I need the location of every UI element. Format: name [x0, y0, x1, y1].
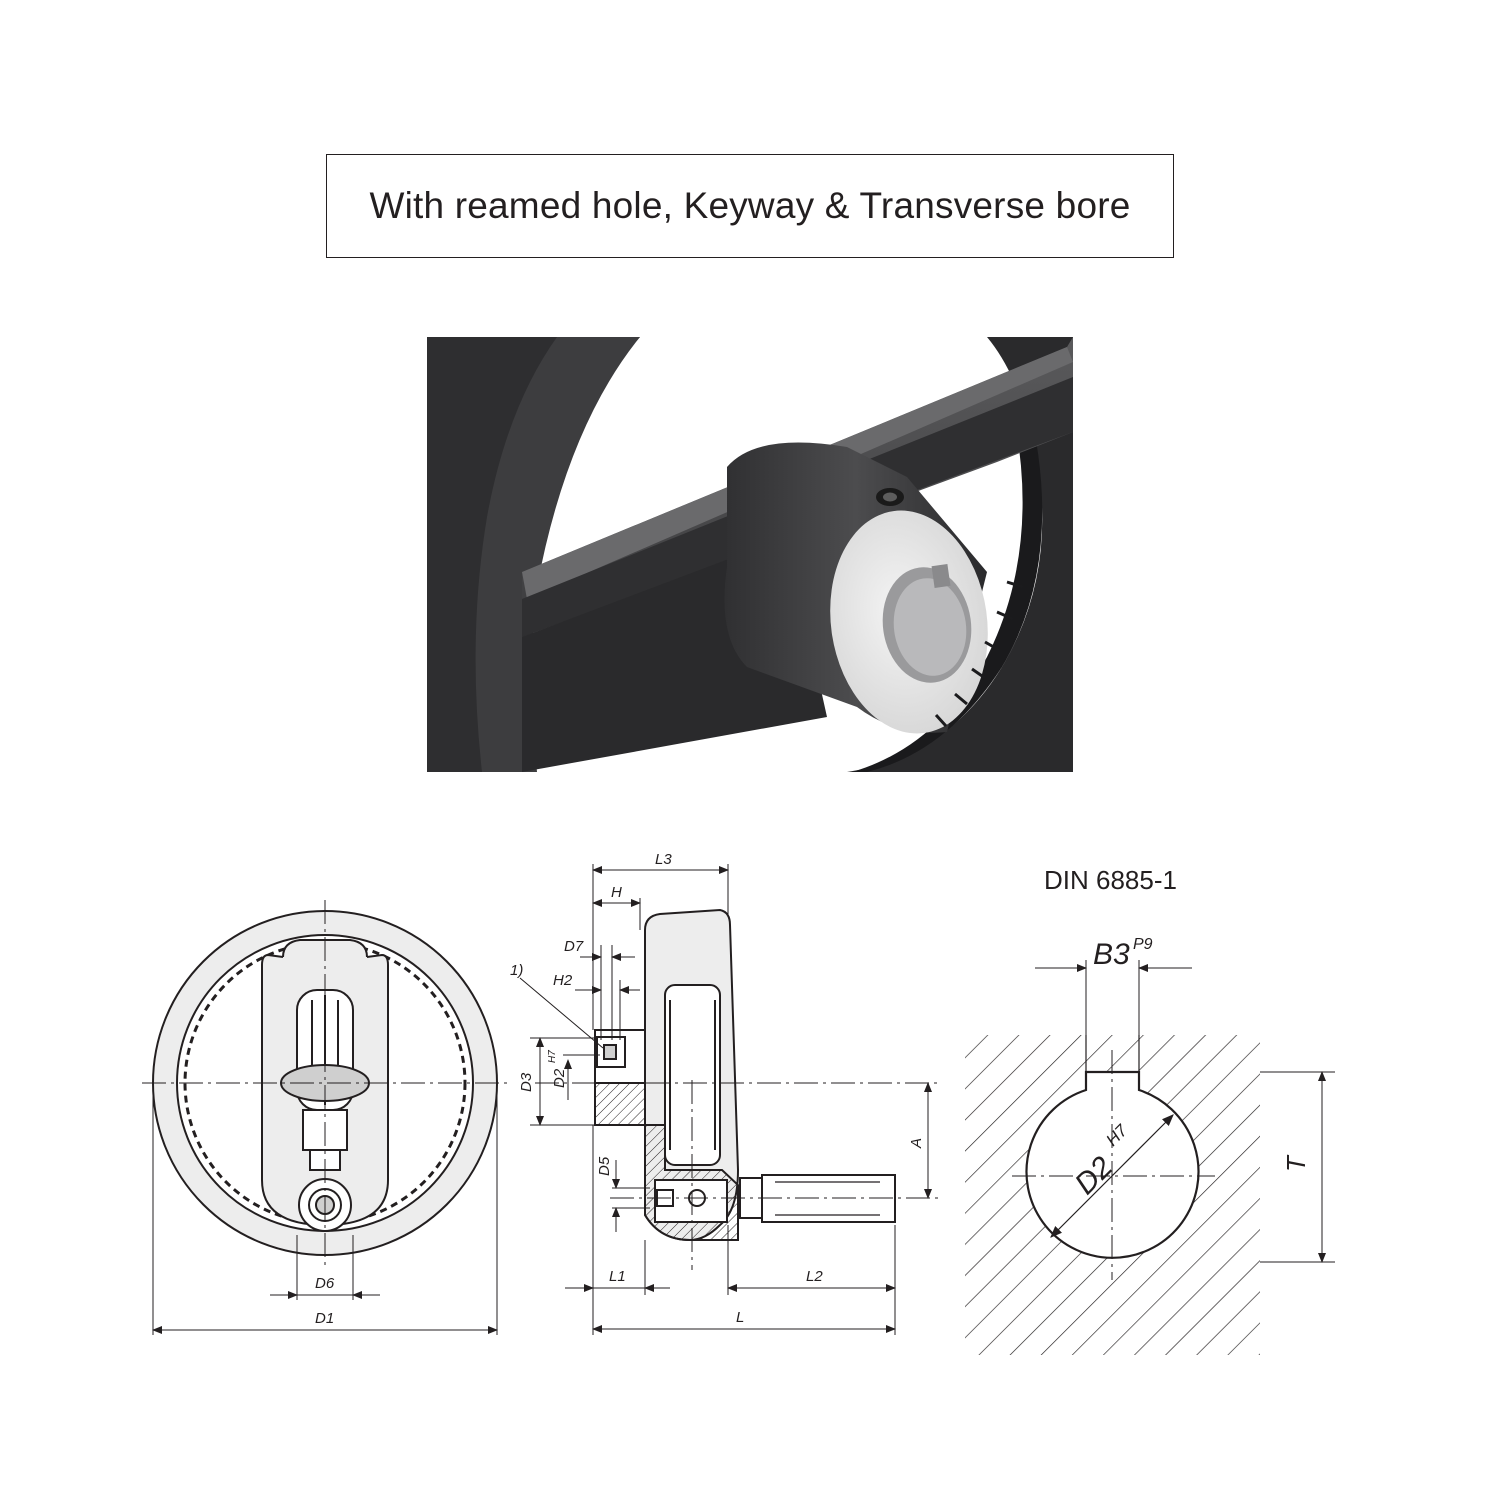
label-t: T — [1281, 1154, 1311, 1172]
page-title: With reamed hole, Keyway & Transverse bo… — [369, 185, 1131, 226]
label-l3: L3 — [655, 851, 672, 868]
label-d5: D5 — [596, 1156, 613, 1176]
hub-section — [594, 1082, 646, 1126]
front-view — [142, 900, 510, 1335]
bore-with-keyway — [1025, 1070, 1200, 1259]
keyway-slot — [931, 563, 951, 589]
label-d7: D7 — [564, 938, 584, 955]
label-l1: L1 — [609, 1268, 626, 1285]
label-d3: D3 — [518, 1072, 535, 1092]
rim-right — [847, 337, 1073, 772]
din-standard-label: DIN 6885-1 — [1044, 865, 1177, 895]
label-note-1: 1) — [510, 962, 523, 979]
label-h: H — [611, 884, 622, 901]
label-l2: L2 — [806, 1268, 823, 1285]
label-d1: D1 — [315, 1310, 334, 1327]
label-b3: B3 — [1093, 938, 1130, 971]
label-d2-side: D2 — [551, 1068, 568, 1088]
label-l: L — [736, 1309, 744, 1326]
side-view — [519, 864, 940, 1335]
title-box: With reamed hole, Keyway & Transverse bo… — [326, 154, 1174, 258]
product-photo — [427, 337, 1073, 772]
keyway-view — [965, 960, 1335, 1355]
label-a: A — [908, 1138, 925, 1149]
label-d2-side-tolerance: H7 — [547, 1050, 558, 1063]
label-d6: D6 — [315, 1275, 335, 1292]
label-h2: H2 — [553, 972, 573, 989]
label-b3-tolerance: P9 — [1133, 936, 1153, 953]
